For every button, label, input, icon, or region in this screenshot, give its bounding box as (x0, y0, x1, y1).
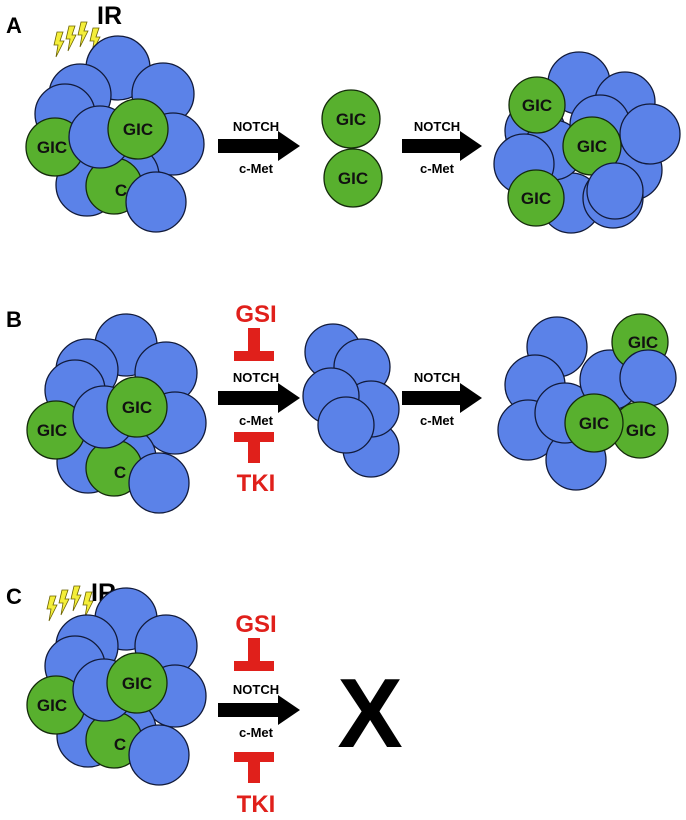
ir-label: IR (97, 2, 122, 30)
arrow-label-bottom: c-Met (239, 161, 274, 176)
inhibitor-label-gsi: GSI (235, 301, 276, 328)
panel-a-letter: A (6, 13, 22, 38)
gic-cell-label: GIC (521, 189, 551, 208)
panel-c: C IR GIC GIC C GSI (6, 579, 403, 818)
gic-cell-label: GIC (628, 333, 658, 352)
inhibitor-label-tki: TKI (237, 470, 276, 497)
gic-cell-label: GIC (123, 120, 153, 139)
inhibition-bar-icon (234, 752, 274, 783)
panel-a: A IR GIC GIC C (6, 2, 681, 234)
gic-cell-label: GIC (577, 137, 607, 156)
gic-cell-label: GIC (336, 110, 366, 129)
panel-b: B GIC GIC C GSI NOTCH c-Met (6, 301, 677, 514)
surviving-gic-cells: GIC GIC (321, 89, 383, 208)
arrow-label-top: NOTCH (233, 682, 279, 697)
arrow-label-top: NOTCH (414, 370, 460, 385)
gic-cell-label-partial: C (114, 735, 126, 754)
tumor-cluster-irradiated: GIC GIC C (26, 587, 207, 786)
gic-cell-label-partial: C (114, 463, 126, 482)
arrow-label-top: NOTCH (414, 119, 460, 134)
tumor-cluster-regrown: GIC GIC GIC (493, 51, 681, 234)
inhibitor-label-gsi: GSI (235, 611, 276, 638)
right-arrow-icon (218, 383, 300, 413)
gic-cell-label: GIC (579, 414, 609, 433)
inhibitor-label-tki: TKI (237, 791, 276, 818)
gic-cell-label: GIC (122, 674, 152, 693)
inhibition-bar-icon (234, 432, 274, 463)
inhibition-bar-icon (234, 638, 274, 671)
right-arrow-icon (402, 131, 482, 161)
tumor-cluster-untreated: GIC GIC C (26, 313, 207, 514)
arrow-label-bottom: c-Met (420, 161, 455, 176)
arrow-label-bottom: c-Met (420, 413, 455, 428)
arrow-label-bottom: c-Met (239, 725, 274, 740)
gic-cell-label-partial: C (115, 181, 127, 200)
inhibition-bar-icon (234, 328, 274, 361)
right-arrow-icon (218, 695, 300, 725)
arrow-label-top: NOTCH (233, 370, 279, 385)
panel-c-letter: C (6, 584, 22, 609)
tumor-cluster-regrown: GIC GIC GIC (497, 313, 677, 491)
gic-cell-label: GIC (338, 169, 368, 188)
panel-b-letter: B (6, 307, 22, 332)
gic-cell-label: GIC (522, 96, 552, 115)
arrow-label-bottom: c-Met (239, 413, 274, 428)
arrow-label-top: NOTCH (233, 119, 279, 134)
no-regrowth-mark: X (337, 658, 402, 768)
gic-cell-label: GIC (122, 398, 152, 417)
gic-cell-label: GIC (626, 421, 656, 440)
right-arrow-icon (402, 383, 482, 413)
tumor-cluster-irradiated: GIC GIC C (25, 35, 205, 233)
right-arrow-icon (218, 131, 300, 161)
gic-cell-label: GIC (37, 696, 67, 715)
gic-cell-label: GIC (37, 138, 67, 157)
gic-cell-label: GIC (37, 421, 67, 440)
non-gic-cells-remaining (302, 323, 400, 478)
